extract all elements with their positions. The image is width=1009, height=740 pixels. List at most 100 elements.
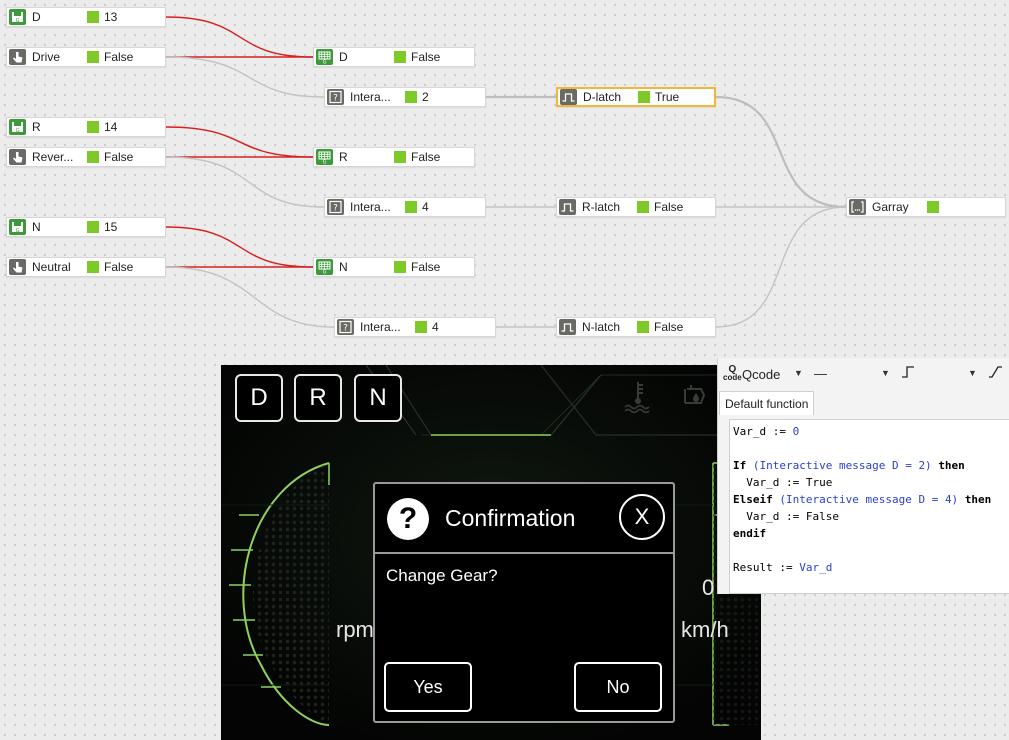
question-message-icon: ? (337, 319, 354, 335)
logo-bottom: code (723, 373, 742, 382)
node-garray[interactable]: Garray (846, 197, 1006, 217)
save-register-icon: G (9, 119, 26, 135)
code-text: Var_d := True (733, 476, 833, 489)
status-indicator (415, 321, 427, 333)
status-indicator (87, 121, 99, 133)
pulse-latch-icon (559, 319, 576, 335)
save-register-icon: G (9, 219, 26, 235)
close-button[interactable]: X (619, 494, 665, 540)
node-r-io[interactable]: G R False (313, 147, 475, 167)
node-reverse-touch[interactable]: Rever... False (6, 147, 166, 167)
node-interactive-message-2[interactable]: ? Intera... 4 (324, 197, 486, 217)
node-d-io[interactable]: G D False (313, 47, 475, 67)
node-label: Drive (32, 50, 61, 64)
gear-button-n[interactable]: N (354, 374, 402, 422)
node-value: 13 (104, 10, 118, 24)
gear-button-d[interactable]: D (235, 374, 283, 422)
dialog-title: Confirmation (445, 505, 576, 531)
wire-r-var-to-r-io (165, 126, 314, 158)
oil-can-icon (684, 385, 706, 404)
svg-text:?: ? (333, 94, 338, 104)
code-keyword: endif (733, 527, 767, 540)
code-keyword: Elseif (733, 493, 773, 506)
chevron-down-icon[interactable]: ▼ (794, 368, 803, 378)
node-n-register[interactable]: G N 15 (6, 217, 166, 237)
dialog-message: Change Gear? (386, 566, 498, 585)
rising-edge-icon[interactable] (900, 364, 916, 380)
pulse-latch-icon (560, 89, 577, 105)
node-n-latch[interactable]: N-latch False (556, 317, 716, 337)
node-label: Intera... (350, 90, 391, 104)
rpm-label: rpm (336, 617, 374, 642)
node-label: Intera... (360, 320, 401, 334)
node-label: N (339, 260, 348, 274)
node-label: D-latch (583, 90, 622, 104)
node-value: False (654, 200, 684, 214)
svg-text:?: ? (343, 324, 348, 334)
node-label: Rever... (32, 150, 74, 164)
question-message-icon: ? (327, 199, 344, 215)
tab-default-function[interactable]: Default function (719, 391, 815, 415)
language-select[interactable]: Qcode (742, 367, 781, 382)
status-indicator (87, 11, 99, 23)
svg-text:G: G (323, 60, 327, 65)
array-icon (849, 199, 866, 215)
node-value: False (104, 260, 134, 274)
chevron-down-icon[interactable]: ▼ (968, 368, 977, 378)
svg-text:G: G (16, 128, 20, 134)
node-label: D (32, 10, 41, 24)
wire-neutral-to-int3 (165, 266, 335, 328)
touch-icon (9, 149, 26, 165)
node-value: 15 (104, 220, 118, 234)
code-text: Var_d := False (733, 510, 839, 523)
hmi-preview-panel: D R N 0 rpm km/h ? Confirmation X Change… (221, 365, 761, 740)
node-interactive-message-1[interactable]: ? Intera... 2 (324, 87, 486, 107)
node-d-register[interactable]: G D 13 (6, 7, 166, 27)
wire-nlatch-to-garray (715, 206, 847, 328)
status-indicator (87, 261, 99, 273)
node-d-latch[interactable]: D-latch True (556, 87, 716, 107)
question-icon: ? (387, 498, 429, 540)
connection-wires (165, 16, 847, 328)
wire-n-var-to-n-io (165, 226, 314, 268)
dropdown-value[interactable]: — (814, 366, 827, 381)
gear-button-r[interactable]: R (294, 374, 342, 422)
node-drive-touch[interactable]: Drive False (6, 47, 166, 67)
node-r-latch[interactable]: R-latch False (556, 197, 716, 217)
wire-drive-to-int1 (165, 56, 325, 98)
status-indicator (638, 91, 650, 103)
status-indicator (637, 201, 649, 213)
code-condition: (Interactive message D = 2) (752, 459, 932, 472)
node-value: 2 (422, 90, 429, 104)
confirmation-dialog: ? Confirmation X Change Gear? Yes No (373, 482, 675, 723)
node-interactive-message-3[interactable]: ? Intera... 4 (334, 317, 496, 337)
chevron-down-icon[interactable]: ▼ (881, 368, 890, 378)
ramp-icon[interactable] (987, 364, 1003, 380)
svg-text:G: G (16, 18, 20, 24)
status-indicator (87, 151, 99, 163)
no-button[interactable]: No (574, 662, 662, 712)
node-label: Neutral (32, 260, 71, 274)
node-n-io[interactable]: G N False (313, 257, 475, 277)
logo-top: Q (728, 364, 737, 375)
node-value: False (104, 50, 134, 64)
save-register-icon: G (9, 9, 26, 25)
status-indicator (637, 321, 649, 333)
code-editor[interactable]: Var_d := 0 If (Interactive message D = 2… (729, 419, 1009, 594)
node-value: False (411, 50, 441, 64)
question-message-icon: ? (327, 89, 344, 105)
yes-button[interactable]: Yes (384, 662, 472, 712)
node-value: False (104, 150, 134, 164)
status-indicator (87, 51, 99, 63)
code-keyword: then (964, 493, 992, 506)
node-neutral-touch[interactable]: Neutral False (6, 257, 166, 277)
status-indicator (394, 261, 406, 273)
code-keyword: If (733, 459, 747, 472)
keypad-io-icon: G (316, 149, 333, 165)
keypad-io-icon: G (316, 259, 333, 275)
node-r-register[interactable]: G R 14 (6, 117, 166, 137)
node-label: N-latch (582, 320, 621, 334)
